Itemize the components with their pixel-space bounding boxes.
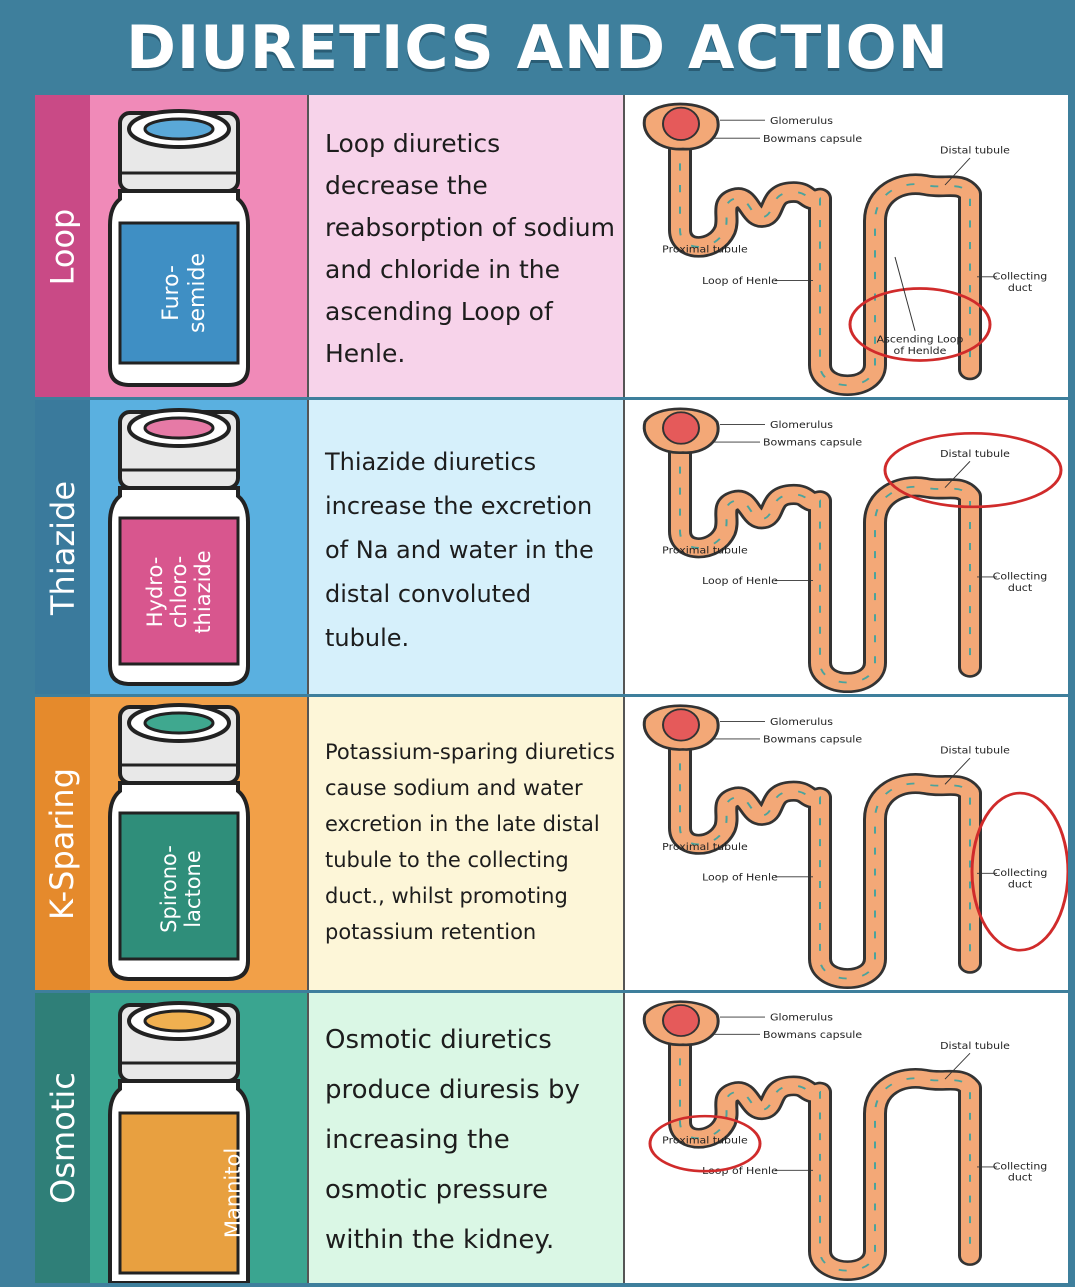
description-panel: Potassium-sparing diuretics cause sodium… bbox=[307, 697, 625, 991]
glomerulus-label: Glomerulus bbox=[770, 1012, 833, 1023]
proximal-tubule-label: Proximal tubule bbox=[662, 841, 748, 852]
proximal-tubule-label: Proximal tubule bbox=[662, 1135, 748, 1146]
bowmans-capsule-label: Bowmans capsule bbox=[763, 1029, 862, 1040]
bottle-icon: Mannitol bbox=[108, 1001, 250, 1285]
collecting-duct-label: duct bbox=[1008, 283, 1032, 294]
svg-text:Spirono-lactone: Spirono-lactone bbox=[157, 845, 205, 933]
row-k-sparing: K-Sparing Spirono-lactone Potassium-spar… bbox=[35, 697, 1070, 991]
drug-bottle-loop: Furo-semide bbox=[90, 95, 307, 398]
collecting-duct-label: Collecting bbox=[993, 868, 1048, 879]
bottle-icon: Hydro-chloro-thiazide bbox=[108, 408, 250, 686]
category-label: K-Sparing bbox=[43, 767, 82, 921]
collecting-duct-label: duct bbox=[1008, 879, 1032, 890]
glomerulus-label: Glomerulus bbox=[770, 420, 833, 431]
glomerulus-label: Glomerulus bbox=[770, 717, 833, 728]
loop-of-henle-label: Loop of Henle bbox=[702, 872, 778, 883]
description-panel: Loop diuretics decrease the reabsorption… bbox=[307, 95, 625, 398]
drug-bottle-k-sparing: Spirono-lactone bbox=[90, 697, 307, 991]
distal-tubule-label: Distal tubule bbox=[940, 745, 1010, 756]
bottle-icon: Furo-semide bbox=[108, 109, 250, 387]
category-tab-thiazide: Thiazide bbox=[35, 400, 90, 695]
svg-text:Furo-semide: Furo-semide bbox=[159, 253, 210, 333]
bowmans-capsule-label: Bowmans capsule bbox=[763, 437, 862, 448]
loop-of-henle-label: Loop of Henle bbox=[702, 576, 778, 587]
drug-bottle-osmotic: Mannitol bbox=[90, 993, 307, 1285]
ascending-loop-label: Ascending Loop bbox=[877, 334, 964, 345]
category-label: Thiazide bbox=[43, 480, 82, 615]
description-panel: Thiazide diuretics increase the excretio… bbox=[307, 400, 625, 695]
description-text: Thiazide diuretics increase the excretio… bbox=[325, 447, 594, 652]
proximal-tubule-label: Proximal tubule bbox=[662, 244, 748, 255]
drug-name-line: Mannitol bbox=[221, 1148, 245, 1238]
distal-tubule-label: Distal tubule bbox=[940, 449, 1010, 460]
collecting-duct-label: duct bbox=[1008, 583, 1032, 594]
bowmans-capsule-label: Bowmans capsule bbox=[763, 133, 862, 144]
svg-text:Hydro-chloro-thiazide: Hydro-chloro-thiazide bbox=[143, 550, 215, 633]
page-title: DIURETICS AND ACTION bbox=[126, 12, 949, 83]
category-label: Osmotic bbox=[43, 1072, 82, 1204]
category-tab-osmotic: Osmotic bbox=[35, 993, 90, 1283]
drug-bottle-thiazide: Hydro-chloro-thiazide bbox=[90, 400, 307, 695]
category-tab-loop: Loop bbox=[35, 95, 90, 398]
bowmans-capsule-label: Bowmans capsule bbox=[763, 734, 862, 745]
drug-name-line: chloro- bbox=[167, 556, 191, 629]
drug-name-line: Spirono- bbox=[157, 845, 181, 933]
drug-name-line: thiazide bbox=[191, 550, 215, 633]
distal-tubule-label: Distal tubule bbox=[940, 1041, 1010, 1052]
collecting-duct-label: Collecting bbox=[993, 1161, 1048, 1172]
proximal-tubule-label: Proximal tubule bbox=[662, 545, 748, 556]
collecting-duct-label: duct bbox=[1008, 1172, 1032, 1183]
collecting-duct-label: Collecting bbox=[993, 271, 1048, 282]
ascending-loop-label: of Henlde bbox=[894, 346, 947, 357]
category-tab-k-sparing: K-Sparing bbox=[35, 697, 90, 991]
category-label: Loop bbox=[43, 208, 82, 285]
drug-name-line: lactone bbox=[181, 850, 205, 928]
bottle-icon: Spirono-lactone bbox=[108, 703, 250, 981]
loop-of-henle-label: Loop of Henle bbox=[702, 1166, 778, 1177]
drug-name-line: semide bbox=[185, 253, 210, 333]
glomerulus-label: Glomerulus bbox=[770, 115, 833, 126]
distal-tubule-label: Distal tubule bbox=[940, 145, 1010, 156]
description-text: Osmotic diuretics produce diuresis by in… bbox=[325, 1025, 580, 1255]
collecting-duct-label: Collecting bbox=[993, 571, 1048, 582]
description-text: Loop diuretics decrease the reabsorption… bbox=[325, 128, 615, 368]
loop-of-henle-label: Loop of Henle bbox=[702, 275, 778, 286]
drug-name-line: Furo- bbox=[159, 265, 184, 321]
drug-name-line: Hydro- bbox=[143, 557, 167, 628]
row-thiazide: Thiazide Hydro-chloro-thiazide Thiazide … bbox=[35, 400, 1068, 695]
row-osmotic: Osmotic Mannitol Osmotic diuretics produ… bbox=[35, 993, 1068, 1285]
description-text: Potassium-sparing diuretics cause sodium… bbox=[325, 740, 615, 944]
row-loop: Loop Furo-semide Loop diuretics decrease… bbox=[35, 95, 1068, 398]
description-panel: Osmotic diuretics produce diuresis by in… bbox=[307, 993, 625, 1283]
